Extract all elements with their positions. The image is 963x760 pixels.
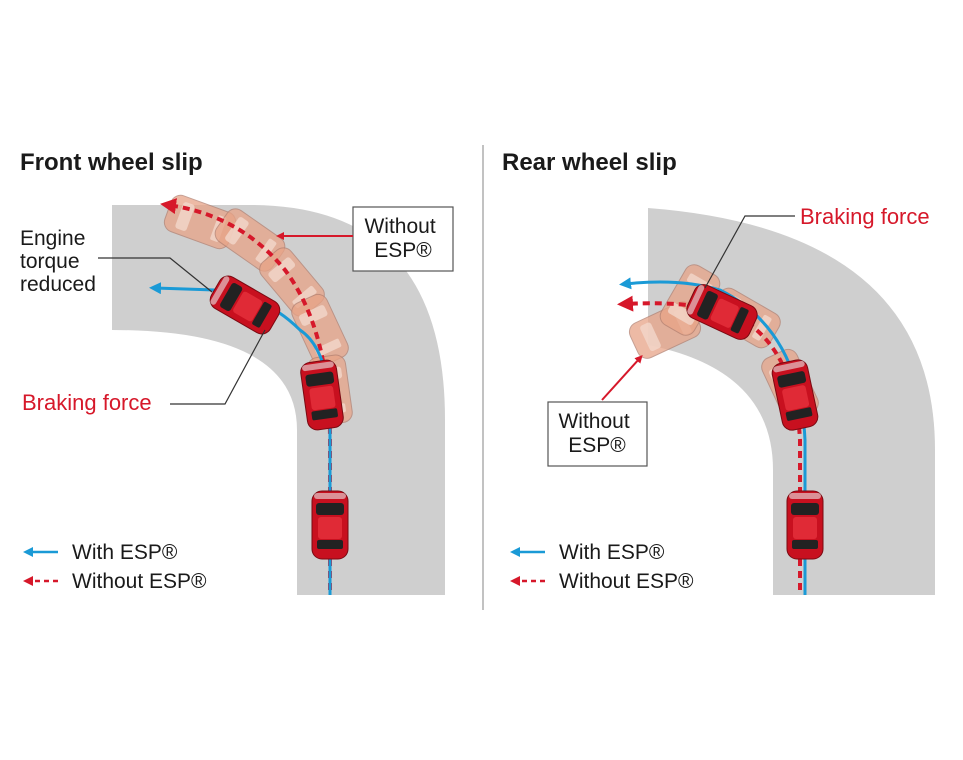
front-without-callout-box	[352, 206, 454, 272]
front-title: Front wheel slip	[20, 149, 203, 176]
front-without-callout: Without ESP®	[364, 215, 441, 262]
rear-without-callout: Without ESP®	[558, 410, 635, 457]
rear-wheel-slip-panel: Rear wheel slip Braking force Without ES…	[502, 149, 935, 595]
rear-braking-leader	[704, 215, 795, 289]
rear-braking-label: Braking force	[800, 204, 930, 229]
front-braking-leader	[170, 329, 266, 405]
front-engine-leader	[98, 257, 213, 293]
front-road	[112, 205, 445, 595]
rear-title: Rear wheel slip	[502, 149, 677, 176]
rear-legend: With ESP® Without ESP®	[510, 541, 694, 593]
rear-without-callout-box	[547, 401, 648, 467]
front-engine-label: Engine torque reduced	[20, 227, 96, 296]
front-legend-without: Without ESP®	[72, 570, 207, 593]
front-legend: With ESP® Without ESP®	[23, 541, 207, 593]
rear-callout-arrow	[601, 355, 643, 401]
front-braking-label: Braking force	[22, 390, 152, 415]
front-wheel-slip-panel: Front wheel slip Engine torque reduced	[20, 149, 454, 595]
front-legend-with: With ESP®	[72, 541, 178, 564]
rear-legend-with: With ESP®	[559, 541, 665, 564]
rear-legend-without: Without ESP®	[559, 570, 694, 593]
